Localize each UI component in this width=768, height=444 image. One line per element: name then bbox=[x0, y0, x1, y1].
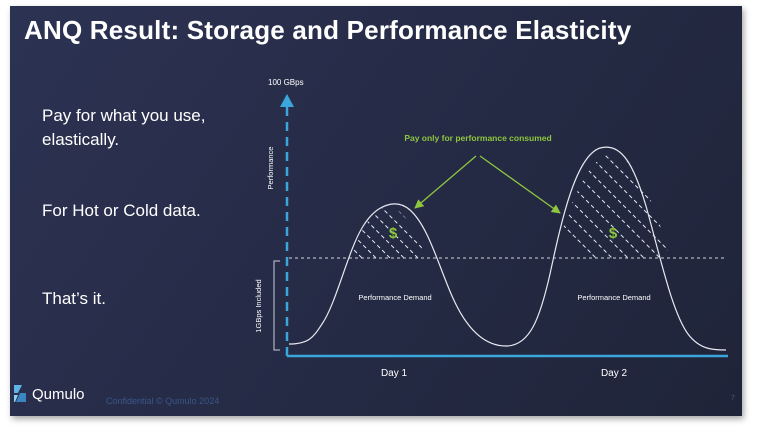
consumed-hatch-day1 bbox=[350, 207, 426, 258]
y-axis-title: Performance bbox=[266, 147, 275, 190]
qumulo-logo: Qumulo bbox=[12, 384, 85, 404]
callout-arrow-day2 bbox=[479, 155, 561, 214]
performance-demand-curve bbox=[288, 146, 727, 351]
dollar-sign-day2: $ bbox=[609, 225, 618, 242]
callout-text: Pay only for performance consumed bbox=[404, 133, 551, 143]
bullet-thats-it: That’s it. bbox=[42, 289, 106, 308]
y-axis bbox=[280, 94, 294, 356]
included-bracket bbox=[273, 260, 280, 351]
bullet-pay-for-use: Pay for what you use, elastically. bbox=[42, 106, 206, 149]
page-number: 7 bbox=[731, 395, 735, 402]
qumulo-logo-icon bbox=[14, 385, 26, 402]
included-label: 1GBps Included bbox=[254, 279, 263, 332]
bullet-hot-cold: For Hot or Cold data. bbox=[42, 201, 201, 220]
demand-label-day2: Performance Demand bbox=[577, 293, 650, 302]
confidential-footer: Confidential © Qumulo 2024 bbox=[106, 396, 220, 406]
callout-arrow-day1 bbox=[414, 155, 477, 209]
x-label-day2: Day 2 bbox=[601, 368, 628, 379]
logo-text: Qumulo bbox=[32, 385, 85, 403]
demand-label-day1: Performance Demand bbox=[358, 293, 431, 302]
slide: ANQ Result: Storage and Performance Elas… bbox=[10, 6, 742, 416]
dollar-sign-day1: $ bbox=[389, 225, 398, 242]
y-axis-top-label: 100 GBps bbox=[268, 78, 304, 87]
y-axis-arrowhead bbox=[280, 94, 294, 107]
elasticity-diagram: 100 GBps Performance 1GBps Included bbox=[254, 78, 728, 379]
slide-title: ANQ Result: Storage and Performance Elas… bbox=[24, 15, 632, 45]
x-label-day1: Day 1 bbox=[381, 368, 408, 379]
